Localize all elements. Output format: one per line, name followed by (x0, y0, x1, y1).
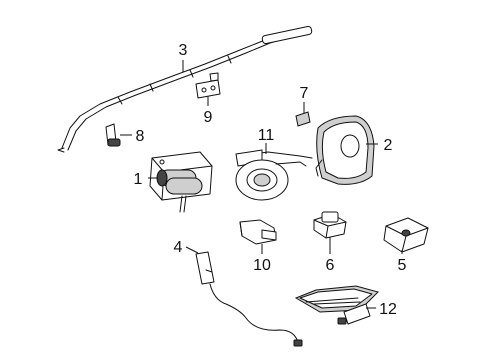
callout-2: 2 (384, 137, 393, 154)
callout-8: 8 (136, 128, 145, 145)
callout-5: 5 (398, 257, 407, 274)
callout-6: 6 (326, 257, 335, 274)
callout-labels: 1 2 3 4 5 6 7 8 9 10 11 12 (134, 42, 407, 318)
callout-12: 12 (379, 301, 397, 318)
callout-1: 1 (134, 171, 143, 188)
part-7-sensor[interactable] (295, 111, 311, 127)
callout-9: 9 (204, 109, 213, 126)
part-2-steering-airbag[interactable] (315, 115, 375, 185)
callout-7: 7 (300, 85, 309, 102)
callout-3: 3 (179, 42, 188, 59)
part-3-curtain-airbag[interactable] (57, 25, 313, 153)
leader-4 (185, 246, 199, 254)
part-8-bracket[interactable] (105, 123, 121, 147)
callout-11: 11 (258, 127, 275, 144)
part-10-connector[interactable] (239, 219, 277, 245)
part-11-clockspring[interactable] (235, 149, 313, 201)
leader-lines (120, 60, 403, 309)
part-4-side-sensor[interactable] (195, 251, 303, 347)
callout-4: 4 (174, 239, 183, 256)
part-6-connector[interactable] (313, 211, 347, 239)
part-9-clip[interactable] (195, 72, 221, 99)
callout-10: 10 (253, 257, 271, 274)
part-1-passenger-airbag[interactable] (149, 151, 213, 213)
part-5-sensor-module[interactable] (383, 217, 429, 253)
part-12-seat-sensor[interactable] (294, 285, 379, 325)
